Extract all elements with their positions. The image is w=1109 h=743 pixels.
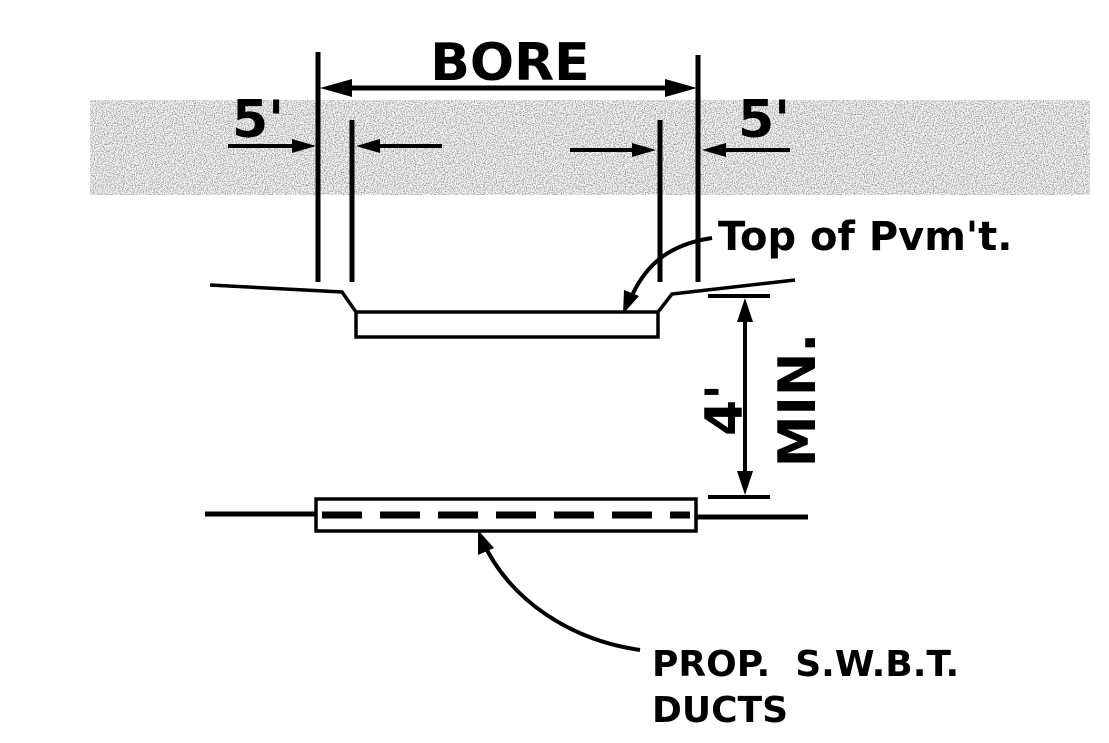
left-offset-label: 5' (232, 90, 284, 150)
bore-dimension (320, 79, 697, 97)
left-offset-dimension (228, 139, 442, 153)
ducts-label-line1: PROP. S.W.B.T. (652, 644, 959, 685)
depth-label: 4' (695, 384, 755, 436)
depth-dimension (708, 294, 770, 499)
pavement-top-leader (623, 236, 713, 314)
right-offset-label: 5' (738, 90, 790, 150)
depth-qualifier-label: MIN. (768, 333, 828, 467)
duct-assembly (205, 497, 808, 533)
bore-label: BORE (430, 33, 589, 93)
ducts-leader (478, 530, 641, 652)
pavement-profile (209, 278, 796, 339)
bore-pit-walls (315, 52, 701, 282)
right-offset-dimension (570, 143, 790, 157)
ducts-label-line2: DUCTS (652, 690, 788, 731)
pavement-top-label: Top of Pvm't. (718, 214, 1012, 260)
